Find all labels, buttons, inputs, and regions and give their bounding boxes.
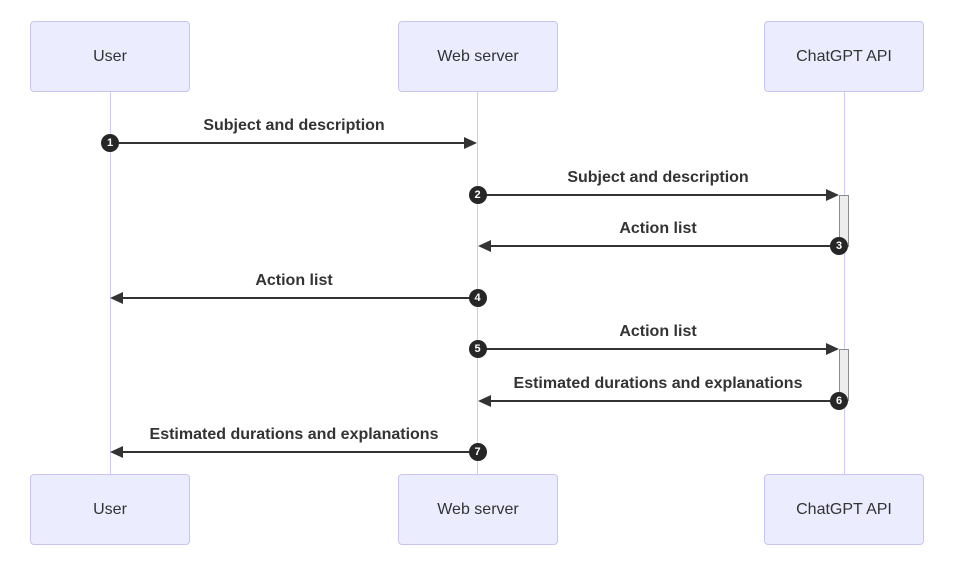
sequence-number-badge: 4 (468, 288, 487, 307)
actor-label: ChatGPT API (796, 500, 892, 518)
sequence-number-badge: 5 (468, 340, 487, 358)
arrowhead-left-icon (478, 394, 491, 407)
arrowhead-left-icon (110, 291, 123, 304)
message-label: Subject and description (567, 168, 749, 186)
message-label: Action list (255, 271, 333, 289)
actor-box-chatgpt-api-top: ChatGPT API (764, 21, 924, 92)
message-label: Estimated durations and explanations (149, 426, 439, 443)
actor-box-web-server-bottom: Web server (398, 474, 558, 545)
actor-box-user-bottom: User (30, 474, 190, 545)
actor-label: Web server (437, 47, 519, 65)
actor-label: User (93, 500, 127, 518)
message-line (477, 193, 828, 196)
message-line (477, 348, 828, 350)
actor-box-chatgpt-api-bottom: ChatGPT API (764, 474, 924, 545)
message-label: Action list (619, 220, 697, 237)
message-line (490, 245, 839, 247)
arrowhead-right-icon (826, 188, 839, 201)
arrowhead-left-icon (478, 240, 491, 252)
sequence-number-badge: 3 (830, 237, 848, 255)
sequence-number-badge: 6 (830, 391, 848, 410)
message-line (490, 399, 839, 402)
message-label: Action list (619, 323, 697, 340)
sequence-number-badge: 1 (101, 134, 119, 152)
lifeline-user (109, 92, 111, 474)
message-line (110, 142, 465, 144)
arrowhead-right-icon (464, 137, 477, 149)
actor-label: Web server (437, 500, 519, 518)
actor-label: ChatGPT API (796, 47, 892, 65)
arrowhead-left-icon (110, 446, 123, 458)
sequence-number-badge: 7 (468, 443, 487, 461)
message-label: Subject and description (203, 117, 385, 134)
message-label: Estimated durations and explanations (513, 374, 803, 392)
message-line (122, 451, 478, 453)
lifeline-web-server (477, 92, 478, 474)
lifeline-chatgpt-api (843, 92, 845, 474)
actor-box-web-server-top: Web server (398, 21, 558, 92)
arrowhead-right-icon (826, 343, 839, 355)
sequence-number-badge: 2 (468, 185, 487, 204)
actor-label: User (93, 47, 127, 65)
actor-box-user-top: User (30, 21, 190, 92)
message-line (122, 296, 478, 299)
